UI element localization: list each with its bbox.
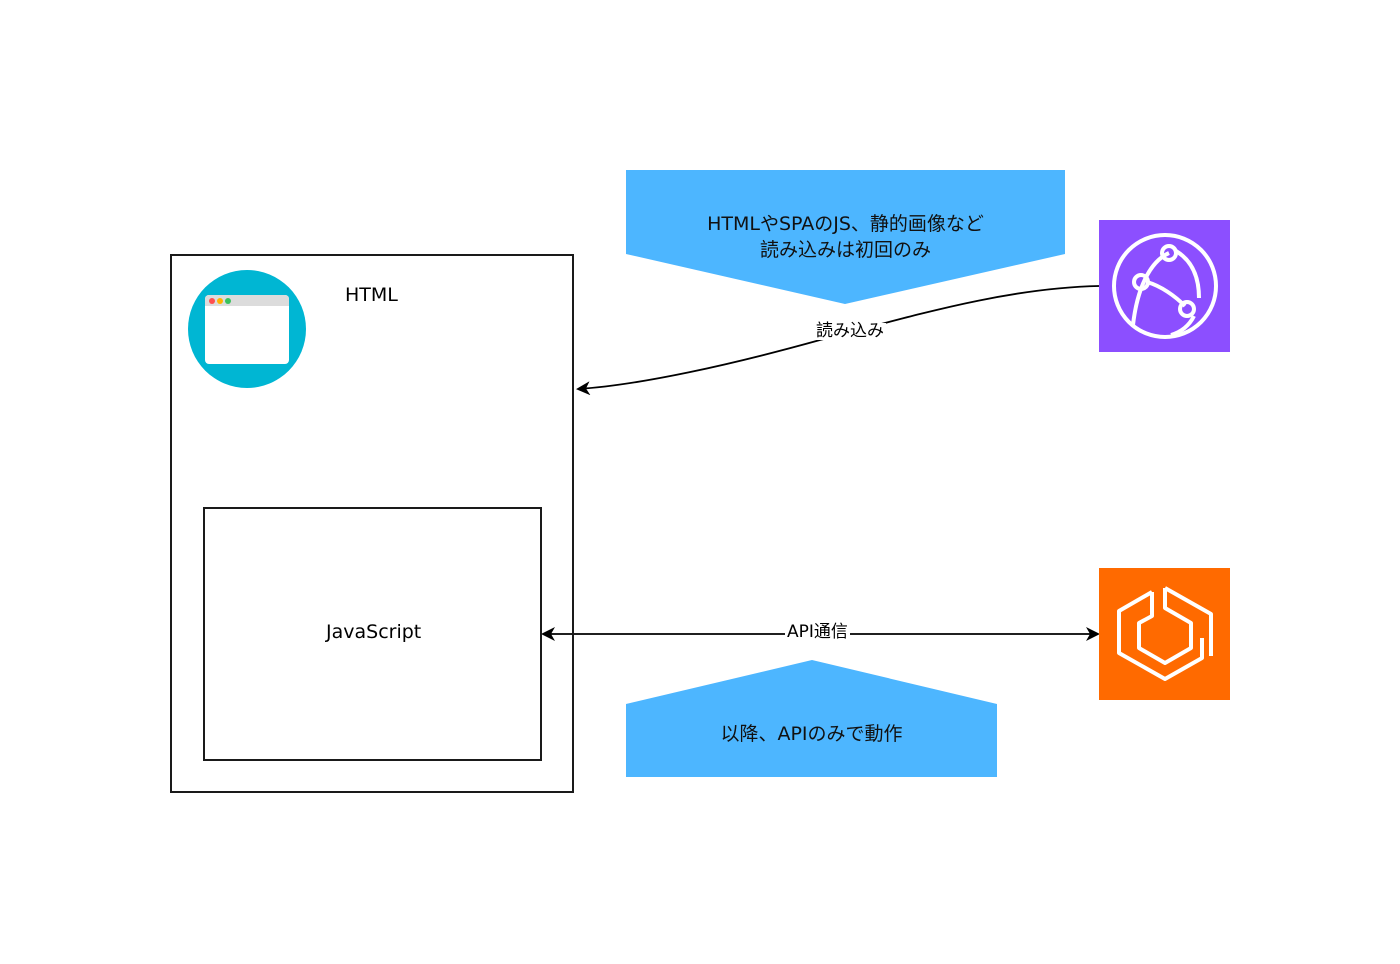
html-box: [170, 254, 574, 793]
aws-cloudfront-icon: [1099, 220, 1230, 352]
javascript-box-label: JavaScript: [326, 621, 422, 643]
callout-top-line-2: 読み込みは初回のみ: [759, 239, 931, 261]
minimize-dot-icon: [217, 298, 223, 304]
browser-window-icon: [188, 270, 306, 388]
callout-bottom-line-1: 以降、APIのみで動作: [720, 723, 903, 745]
callout-bottom-shape: [626, 660, 997, 777]
browser-title-bar: [205, 295, 289, 306]
callout-top-shape: [626, 170, 1065, 304]
aws-compute-icon: [1099, 568, 1230, 700]
cloudfront-globe-icon: [1112, 233, 1218, 339]
callout-bottom-text: 以降、APIのみで動作: [626, 721, 997, 747]
edge-api-label: API通信: [785, 622, 850, 642]
browser-window-frame: [205, 295, 289, 364]
compute-hexagon-icon: [1117, 586, 1213, 681]
javascript-box: [203, 507, 542, 761]
close-dot-icon: [209, 298, 215, 304]
html-box-label: HTML: [345, 284, 398, 306]
edge-load-label: 読み込み: [814, 321, 886, 341]
callout-top-text: HTMLやSPAのJS、静的画像など 読み込みは初回のみ: [626, 211, 1065, 263]
maximize-dot-icon: [225, 298, 231, 304]
callout-top-line-1: HTMLやSPAのJS、静的画像など: [707, 213, 984, 235]
